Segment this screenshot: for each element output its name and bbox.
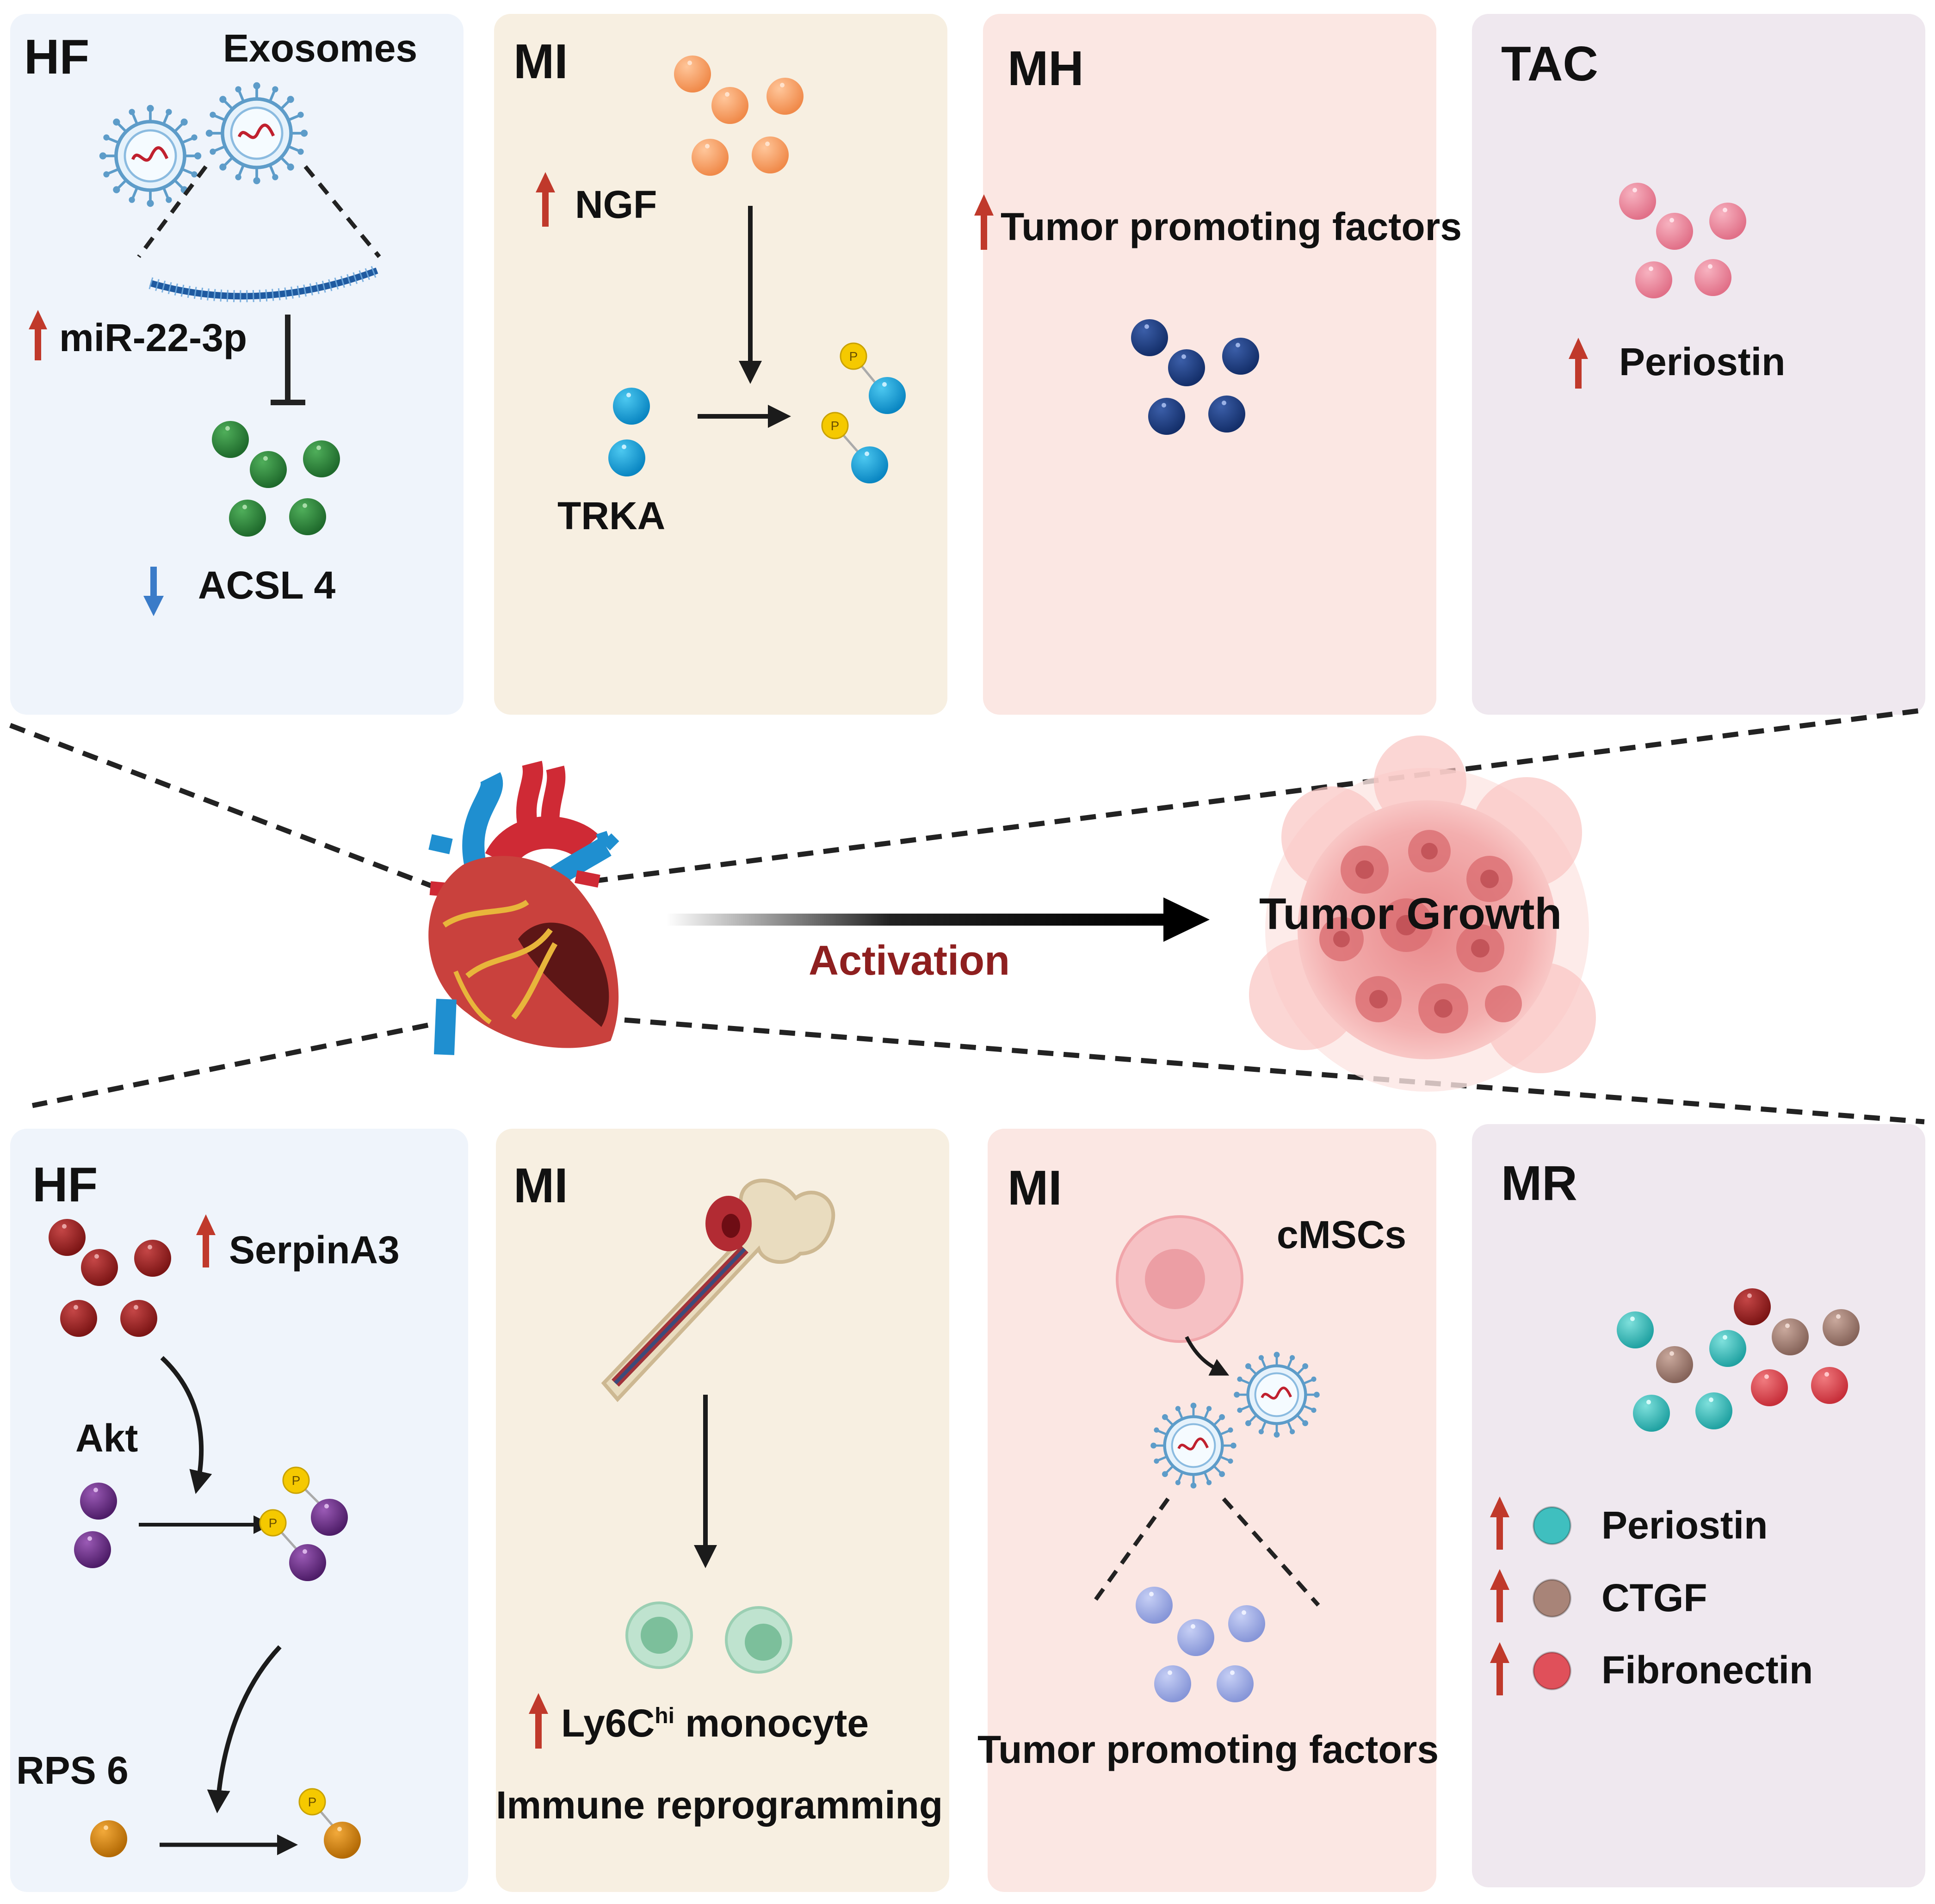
label-periostin-tac: Periostin xyxy=(1619,340,1786,383)
exosome-icon-4 xyxy=(1150,1403,1236,1489)
phospho-akt-group: P P xyxy=(259,1466,348,1581)
label-tumor-growth: Tumor Growth xyxy=(1259,889,1562,939)
title-top-mi: MI xyxy=(513,34,568,89)
serpina3-particles xyxy=(49,1219,171,1337)
exosome-icon-2 xyxy=(206,82,308,184)
heart-icon xyxy=(428,760,619,1055)
connector-lines xyxy=(9,707,1925,1125)
arrow-akt-to-rps6 xyxy=(207,1645,282,1813)
title-top-hf: HF xyxy=(24,30,90,84)
label-monocyte: monocyte xyxy=(674,1701,869,1745)
phospho-label: P xyxy=(308,1795,317,1809)
legend-swatch-ctgf xyxy=(1533,1579,1571,1618)
zoom-line-right xyxy=(303,165,381,258)
acsl4-particles xyxy=(212,421,340,537)
label-ngf: NGF xyxy=(575,183,657,226)
legend-swatch-periostin xyxy=(1533,1506,1571,1545)
legend-swatch-fibronectin xyxy=(1533,1651,1571,1690)
label-akt: Akt xyxy=(75,1416,138,1460)
phospho-rps6-group: P xyxy=(298,1788,361,1859)
rps6-particle xyxy=(90,1820,127,1857)
phospho-label: P xyxy=(292,1473,301,1488)
down-arrow-icon-acsl xyxy=(143,567,164,616)
cmsc-cell-icon xyxy=(1116,1215,1243,1343)
up-arrow-icon-mr-1 xyxy=(1490,1496,1509,1550)
label-immune-reprogramming: Immune reprogramming xyxy=(496,1783,943,1827)
label-cmscs: cMSCs xyxy=(1277,1213,1407,1256)
up-arrow-icon-ly6c xyxy=(529,1693,548,1749)
mr-legend-swatches xyxy=(1533,1506,1571,1690)
label-ly6c: Ly6C xyxy=(561,1701,655,1745)
periostin-particles-tac xyxy=(1619,183,1746,298)
tumor-icon xyxy=(1249,736,1596,1092)
panel-top-mh xyxy=(983,14,1436,715)
legend-label-fibronectin: Fibronectin xyxy=(1601,1648,1813,1692)
panel-bottom-mr xyxy=(1472,1124,1925,1887)
label-tumor-factors-mh: Tumor promoting factors xyxy=(1001,205,1462,248)
label-tumor-factors-cmsc: Tumor promoting factors xyxy=(977,1728,1439,1771)
inhibit-icon xyxy=(271,315,305,405)
label-ly6c-monocyte: Ly6Chi monocyte xyxy=(561,1704,869,1743)
up-arrow-icon-mr-2 xyxy=(1490,1569,1509,1622)
phospho-label: P xyxy=(269,1516,278,1530)
title-bottom-mi-cmsc: MI xyxy=(1008,1161,1062,1215)
legend-label-periostin: Periostin xyxy=(1601,1503,1768,1547)
up-arrow-icon-mh xyxy=(974,194,994,250)
title-bottom-hf: HF xyxy=(32,1157,98,1212)
up-arrow-icon-mirna xyxy=(29,310,47,360)
up-arrow-icon-periostin xyxy=(1569,338,1588,389)
exosome-icon-3 xyxy=(1234,1352,1320,1438)
phospho-label: P xyxy=(849,349,858,364)
legend-label-ctgf: CTGF xyxy=(1601,1576,1707,1620)
tumor-factor-particles-cmsc xyxy=(1136,1587,1265,1702)
label-trka: TRKA xyxy=(557,494,666,538)
activation-arrow-head xyxy=(1163,897,1210,942)
label-serpina3: SerpinA3 xyxy=(229,1228,400,1272)
title-bottom-mi-bone: MI xyxy=(513,1158,568,1213)
arrow-cmsc-exosome xyxy=(1185,1336,1230,1376)
phospho-label: P xyxy=(831,419,840,433)
label-rps6: RPS 6 xyxy=(16,1749,129,1792)
up-arrow-icon-mr-3 xyxy=(1490,1642,1509,1695)
akt-particles xyxy=(74,1483,117,1568)
bone-marrow-icon xyxy=(601,1179,835,1402)
panel-top-mi xyxy=(494,14,947,715)
up-arrow-icon-serpin xyxy=(196,1214,216,1267)
ngf-particles xyxy=(674,56,804,176)
trka-particles xyxy=(608,388,650,476)
rna-strand-icon xyxy=(149,267,378,300)
label-mirna: miR-22-3p xyxy=(59,316,247,359)
tumor-factor-particles-mh xyxy=(1131,319,1259,435)
zoom-line-right-cmsc xyxy=(1222,1497,1320,1607)
ecm-particles-mr xyxy=(1617,1288,1860,1432)
monocyte-cells-icon xyxy=(625,1601,792,1674)
phospho-trka-group: P P xyxy=(821,342,906,483)
title-bottom-mr: MR xyxy=(1501,1156,1577,1211)
title-top-tac: TAC xyxy=(1501,37,1598,91)
activation-arrow-shaft xyxy=(666,914,1163,926)
title-top-mh: MH xyxy=(1008,41,1084,96)
label-exosomes: Exosomes xyxy=(223,26,418,70)
arrow-serpin-to-akt xyxy=(160,1356,212,1494)
label-activation: Activation xyxy=(809,938,1010,984)
panel-top-tac xyxy=(1472,14,1925,715)
up-arrow-icon-ngf xyxy=(536,172,555,227)
zoom-line-left xyxy=(137,165,208,258)
label-ly6c-sup: hi xyxy=(655,1704,674,1728)
label-acsl4: ACSL 4 xyxy=(198,563,336,607)
